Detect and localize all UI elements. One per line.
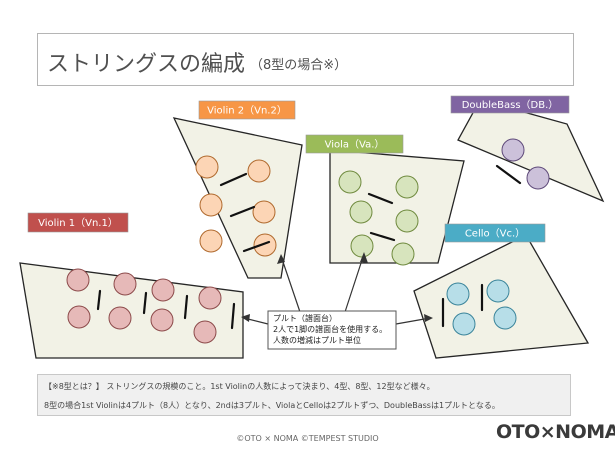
violin2-player-seat xyxy=(247,159,271,183)
violin1-music-stand xyxy=(230,302,236,330)
violin1-player-seat xyxy=(193,320,217,344)
violin1-player-seat xyxy=(66,268,90,292)
violin2-player-seat xyxy=(195,155,219,179)
viola-player-seat xyxy=(349,200,373,224)
callout-arrow-viola xyxy=(344,253,365,313)
callout-arrowhead-violin1 xyxy=(241,314,250,322)
section-bass xyxy=(457,99,605,203)
violin2-player-seat xyxy=(252,200,276,224)
viola-music-stand xyxy=(369,231,396,242)
violin1-music-stand xyxy=(96,289,102,311)
violin2-music-stand xyxy=(219,172,248,187)
page-subtitle: （8型の場合※） xyxy=(250,58,348,73)
pult-callout-box xyxy=(267,310,397,350)
pult-callout: プルト（譜面台） 2人で1脚の譜面台を使用する。 人数の増減はプルト単位 xyxy=(267,310,397,350)
title-box: ストリングスの編成 （8型の場合※） xyxy=(37,33,574,86)
pult-callout-line-3: 人数の増減はプルト単位 xyxy=(273,335,361,345)
note-line-2: 8型の場合1st Violinは4プルト（8人）となり、2ndは3プルト、Vio… xyxy=(44,401,500,410)
cello-label-box xyxy=(444,223,546,243)
bass-stage-area xyxy=(457,99,605,203)
note-box: 【※8型とは？】 ストリングスの規模のこと。1st Violinの人数によって決… xyxy=(37,374,571,416)
brand-logo: OTO×NOMA xyxy=(496,421,615,443)
cello-player-seat xyxy=(452,312,476,336)
violin1-music-stand xyxy=(183,294,189,320)
viola-player-seat xyxy=(338,170,362,194)
viola-label: Viola（Va.） xyxy=(325,139,385,151)
violin1-player-seat xyxy=(67,305,91,329)
viola-player-seat xyxy=(391,242,415,266)
viola-player-seat xyxy=(395,209,419,233)
cello-label: Cello（Vc.） xyxy=(465,228,525,240)
violin2-music-stand xyxy=(229,205,256,218)
page-title: ストリングスの編成 xyxy=(47,52,246,77)
cello-player-seat xyxy=(493,306,517,330)
callout-arrow-violin2 xyxy=(280,255,301,313)
section-cello xyxy=(413,234,590,359)
bass-music-stand xyxy=(495,164,522,185)
note-line-1: 【※8型とは？】 ストリングスの規模のこと。1st Violinの人数によって決… xyxy=(44,382,435,391)
viola-label-box xyxy=(305,134,404,154)
bass-label: DoubleBass（DB.） xyxy=(462,99,559,111)
violin1-label-box xyxy=(27,212,129,233)
violin1-music-stand xyxy=(142,291,148,315)
footer-copyright: ©OTO × NOMA ©TEMPEST STUDIO xyxy=(236,434,379,443)
section-violin2 xyxy=(172,117,303,279)
violin2-music-stand xyxy=(242,240,271,253)
violin1-player-seat xyxy=(113,272,137,296)
pult-callout-line-1: プルト（譜面台） xyxy=(273,313,337,323)
violin2-player-seat xyxy=(253,233,277,257)
violin2-player-seat xyxy=(199,193,223,217)
callout-arrowhead-viola xyxy=(360,252,368,263)
callout-arrowhead-violin2 xyxy=(277,254,285,264)
bass-player-seat xyxy=(526,166,550,190)
violin1-player-seat xyxy=(150,308,174,332)
violin1-player-seat xyxy=(198,286,222,310)
callout-arrow-cello xyxy=(395,317,431,325)
violin2-stage-area xyxy=(172,117,303,279)
pult-callout-line-2: 2人で1脚の譜面台を使用する。 xyxy=(273,324,387,334)
viola-music-stand xyxy=(367,192,394,205)
violin1-label: Violin 1（Vn.1） xyxy=(38,217,118,229)
bass-label-box xyxy=(450,95,570,114)
bass-player-seat xyxy=(501,138,525,162)
cello-player-seat xyxy=(486,279,510,303)
callout-arrowhead-cello xyxy=(424,314,433,322)
violin1-player-seat xyxy=(108,306,132,330)
viola-player-seat xyxy=(395,175,419,199)
violin2-player-seat xyxy=(199,229,223,253)
violin2-label: Violin 2（Vn.2） xyxy=(207,105,287,117)
viola-player-seat xyxy=(350,234,374,258)
section-viola xyxy=(329,149,465,266)
violin2-label-box xyxy=(198,100,296,120)
section-violin1 xyxy=(19,262,244,359)
cello-player-seat xyxy=(446,282,470,306)
violin1-player-seat xyxy=(151,278,175,302)
